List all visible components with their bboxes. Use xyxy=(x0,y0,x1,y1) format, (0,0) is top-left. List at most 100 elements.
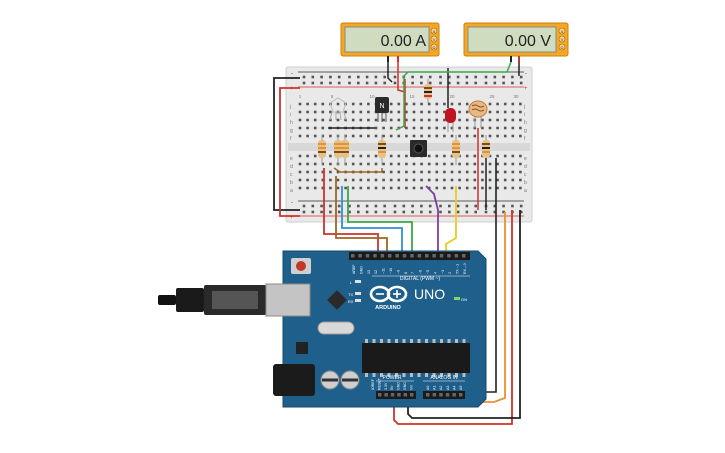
digital-pin-label: 4 xyxy=(433,272,437,274)
ammeter[interactable]: 0.00 A A V Ω xyxy=(340,22,440,62)
rgb-led[interactable] xyxy=(329,97,347,121)
svg-text:i: i xyxy=(290,112,291,118)
resistor-top[interactable] xyxy=(424,79,432,103)
resistor-4[interactable] xyxy=(378,135,386,165)
digital-pin-label: ~9 xyxy=(396,270,400,274)
svg-text:10: 10 xyxy=(369,94,375,99)
rail-minus-bottom: - xyxy=(291,200,293,206)
digital-pin-label: GND xyxy=(359,266,363,274)
voltmeter-mode-v: V xyxy=(561,37,564,42)
power-header xyxy=(376,391,416,399)
analog-pin-label: A1 xyxy=(433,386,437,390)
wire-black-left-rail xyxy=(273,77,300,211)
digital-pin-label: TX→1 xyxy=(456,264,460,274)
digital-pin-label: 2 xyxy=(448,272,452,274)
push-button[interactable] xyxy=(410,140,427,157)
svg-text:30: 30 xyxy=(513,94,519,99)
power-pin-label: GND xyxy=(403,382,407,390)
rail-plus-top-right: + xyxy=(524,86,528,92)
analog-pin-label: A3 xyxy=(446,386,450,390)
voltage-regulator xyxy=(296,342,308,354)
svg-text:h: h xyxy=(524,120,527,126)
ammeter-wire-red xyxy=(397,62,406,93)
led-label-tx: TX xyxy=(348,292,353,297)
power-pin-label: 3.3V xyxy=(384,382,388,390)
svg-text:a: a xyxy=(290,188,293,194)
ammeter-mode-ohm: Ω xyxy=(433,45,436,50)
wire-red-pin11 xyxy=(323,168,379,253)
voltmeter-wire-green xyxy=(395,61,512,131)
svg-text:h: h xyxy=(290,120,293,126)
digital-pin-label: ~10 xyxy=(389,268,393,274)
svg-text:e: e xyxy=(290,156,293,162)
wire-yellow-pin3 xyxy=(445,186,457,253)
svg-text:j: j xyxy=(523,104,525,110)
center-channel xyxy=(288,143,530,151)
analog-pin-label: A4 xyxy=(452,386,456,390)
svg-text:c: c xyxy=(290,172,293,178)
usb-port xyxy=(265,283,311,317)
arduino-logo: ARDUINO xyxy=(369,285,408,311)
power-section-label: POWER xyxy=(383,375,402,381)
digital-pin-label: ~6 xyxy=(419,270,423,274)
svg-text:1: 1 xyxy=(299,94,302,99)
voltmeter-mode-a: A xyxy=(561,29,564,34)
ammeter-wire-black xyxy=(387,62,393,83)
svg-text:a: a xyxy=(524,188,527,194)
analog-pin-label: A0 xyxy=(426,386,430,390)
wire-brown-pin10 xyxy=(335,176,388,253)
digital-pin-label: 12 xyxy=(374,270,378,274)
svg-text:i: i xyxy=(524,112,525,118)
resistor-5[interactable] xyxy=(452,135,460,165)
header-holes xyxy=(351,254,466,397)
led-label-l: L xyxy=(350,280,353,285)
wire-red-left-rail xyxy=(279,87,300,217)
npn-transistor[interactable]: N xyxy=(375,97,389,122)
analog-pin-label: A5 xyxy=(459,386,463,390)
row-letters-left: j i h g f e d c b a xyxy=(289,104,293,194)
svg-text:g: g xyxy=(290,128,293,134)
power-pin-label: IOREF xyxy=(371,378,375,390)
svg-text:b: b xyxy=(524,180,527,186)
rail-plus-top: + xyxy=(290,86,294,92)
svg-text:20: 20 xyxy=(449,94,455,99)
svg-text:d: d xyxy=(290,164,293,170)
power-pin-label: RESET xyxy=(377,377,381,390)
svg-text:f: f xyxy=(524,136,526,142)
voltmeter-mode-ohm: Ω xyxy=(561,45,564,50)
digital-pin-label: ~11 xyxy=(382,268,386,274)
resistor-3[interactable] xyxy=(341,135,349,165)
power-jack xyxy=(273,364,315,396)
ammeter-mode-v: V xyxy=(433,37,436,42)
svg-text:b: b xyxy=(290,180,293,186)
row-letters-right: j i h g f e d c b a xyxy=(523,104,527,194)
analog-pin-label: A2 xyxy=(439,386,443,390)
resistor-1[interactable] xyxy=(318,135,326,165)
digital-pin-label: ~5 xyxy=(426,270,430,274)
svg-text:15: 15 xyxy=(409,94,415,99)
chip-pins xyxy=(365,339,466,377)
rail-minus-top: - xyxy=(291,71,293,77)
analog-header xyxy=(423,391,465,399)
svg-text:j: j xyxy=(289,104,291,110)
rail-minus-top-right: - xyxy=(525,71,527,77)
analog-section-label: ANALOG IN xyxy=(430,375,458,381)
power-pin-label: 5V xyxy=(390,385,394,390)
model-label: UNO xyxy=(414,286,445,302)
photoresistor[interactable] xyxy=(468,100,488,128)
svg-text:f: f xyxy=(290,136,292,142)
red-led[interactable] xyxy=(445,68,456,132)
digital-section-label: DIGITAL (PWM ~) xyxy=(400,276,440,282)
voltmeter-reading: 0.00 V xyxy=(505,33,552,50)
svg-text:5: 5 xyxy=(331,94,334,99)
resistor-2[interactable] xyxy=(334,135,342,165)
on-led-label: ON xyxy=(461,297,467,302)
voltmeter[interactable]: 0.00 V A V Ω xyxy=(463,22,569,62)
digital-pin-label: AREF xyxy=(352,264,356,274)
svg-text:c: c xyxy=(524,172,527,178)
ammeter-reading: 0.00 A xyxy=(381,33,427,50)
